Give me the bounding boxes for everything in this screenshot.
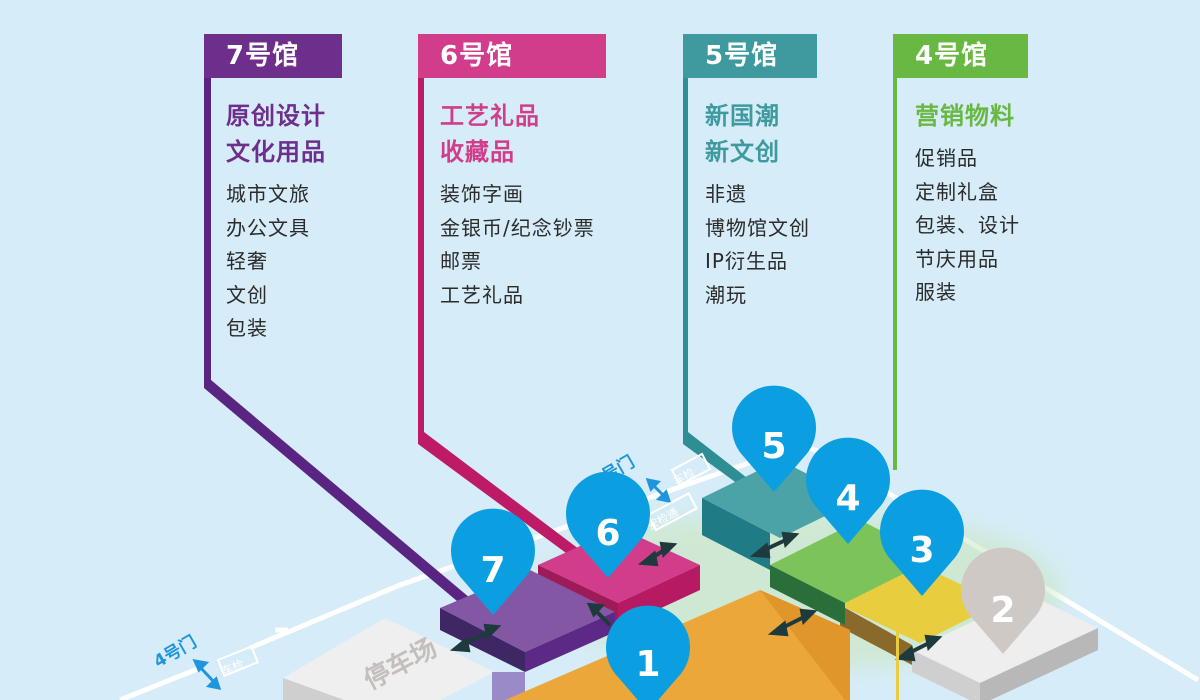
svg-text:6: 6 <box>595 513 620 554</box>
list-item: 城市文旅 <box>226 182 310 206</box>
hall-7-body: 原创设计 文化用品 城市文旅 办公文具 轻奢 文创 包装 <box>204 98 342 346</box>
double-arrow-icon <box>767 608 818 637</box>
svg-text:3: 3 <box>909 530 934 571</box>
map-pin-5[interactable]: 5 <box>732 385 816 492</box>
list-item: 工艺礼品 <box>440 282 524 307</box>
map-pin-7[interactable]: 7 <box>451 508 535 615</box>
gate-arrow-icon <box>645 478 672 503</box>
list-item: 博物馆文创 <box>705 215 810 240</box>
list-item: 促销品 <box>915 146 978 170</box>
list-item: 潮玩 <box>705 282 747 307</box>
map-pin-6[interactable]: 6 <box>566 471 650 578</box>
hall-6-header: 6号馆 <box>418 34 606 78</box>
hall-7-panel: 7号馆 原创设计 文化用品 城市文旅 办公文具 轻奢 文创 包装 <box>204 34 342 346</box>
hall-6-panel: 6号馆 工艺礼品 收藏品 装饰字画 金银币/纪念钞票 邮票 工艺礼品 <box>418 34 606 312</box>
list-item: 金银币/纪念钞票 <box>440 215 595 240</box>
hall-7-items: 城市文旅 办公文具 轻奢 文创 包装 <box>226 178 342 346</box>
hall-5-title: 新国潮 新文创 <box>705 102 780 166</box>
double-arrow-icon <box>894 634 943 662</box>
list-item: 文创 <box>226 282 268 307</box>
double-arrow-icon <box>749 531 800 559</box>
list-item: 定制礼盒 <box>915 179 999 204</box>
hall-4-items: 促销品 定制礼盒 包装、设计 节庆用品 服装 <box>915 142 1028 310</box>
hall-3-block <box>840 565 1000 665</box>
hall-5-body: 新国潮 新文创 非遗 博物馆文创 IP衍生品 潮玩 <box>683 98 817 312</box>
hall-5-items: 非遗 博物馆文创 IP衍生品 潮玩 <box>705 178 817 312</box>
list-item: 邮票 <box>440 249 482 273</box>
hall-7-title: 原创设计 文化用品 <box>226 102 326 166</box>
list-item: 包装 <box>226 316 268 340</box>
list-item: 轻奢 <box>226 249 268 273</box>
svg-text:车检: 车检 <box>220 657 246 678</box>
map-pin-2[interactable]: 2 <box>961 547 1045 654</box>
hall-5-header: 5号馆 <box>683 34 817 78</box>
map-pin-4[interactable]: 4 <box>805 437 891 544</box>
hall-6-body: 工艺礼品 收藏品 装饰字画 金银币/纪念钞票 邮票 工艺礼品 <box>418 98 606 312</box>
double-arrow-icon <box>637 541 678 567</box>
hall-6-items: 装饰字画 金银币/纪念钞票 邮票 工艺礼品 <box>440 178 606 312</box>
list-item: IP衍生品 <box>705 249 788 273</box>
gate-arrow-icon <box>192 659 222 690</box>
parking-block: 停车场 <box>283 618 495 700</box>
list-item: 服装 <box>915 280 957 304</box>
svg-text:4号门: 4号门 <box>150 631 200 672</box>
svg-text:4: 4 <box>835 478 860 519</box>
double-arrow-icon <box>586 602 612 627</box>
hall-7-header: 7号馆 <box>204 34 342 78</box>
hall-4-body: 营销物料 促销品 定制礼盒 包装、设计 节庆用品 服装 <box>893 98 1028 310</box>
map-pin-3[interactable]: 3 <box>880 489 964 596</box>
map-pin-1[interactable]: 1 <box>606 605 690 700</box>
passage-arrows <box>449 531 943 662</box>
hall-4-panel: 4号馆 营销物料 促销品 定制礼盒 包装、设计 节庆用品 服装 <box>893 34 1028 310</box>
list-item: 包装、设计 <box>915 213 1020 237</box>
list-item: 装饰字画 <box>440 182 524 206</box>
leader-lines <box>204 40 897 612</box>
svg-text:1: 1 <box>635 644 660 685</box>
hall-5-block <box>702 460 858 570</box>
svg-text:2: 2 <box>990 590 1015 631</box>
svg-text:7: 7 <box>480 550 505 591</box>
list-item: 非遗 <box>705 182 747 206</box>
hall-6-title: 工艺礼品 收藏品 <box>440 102 540 166</box>
hall-5-panel: 5号馆 新国潮 新文创 非遗 博物馆文创 IP衍生品 潮玩 <box>683 34 817 312</box>
double-arrow-icon <box>449 623 502 653</box>
svg-text:5: 5 <box>761 426 786 467</box>
hall-4-title: 营销物料 <box>915 102 1015 130</box>
list-item: 办公文具 <box>226 215 310 240</box>
pins: 7 6 5 4 3 2 1 <box>451 385 1045 700</box>
hall-4-header: 4号馆 <box>893 34 1028 78</box>
list-item: 节庆用品 <box>915 246 999 271</box>
